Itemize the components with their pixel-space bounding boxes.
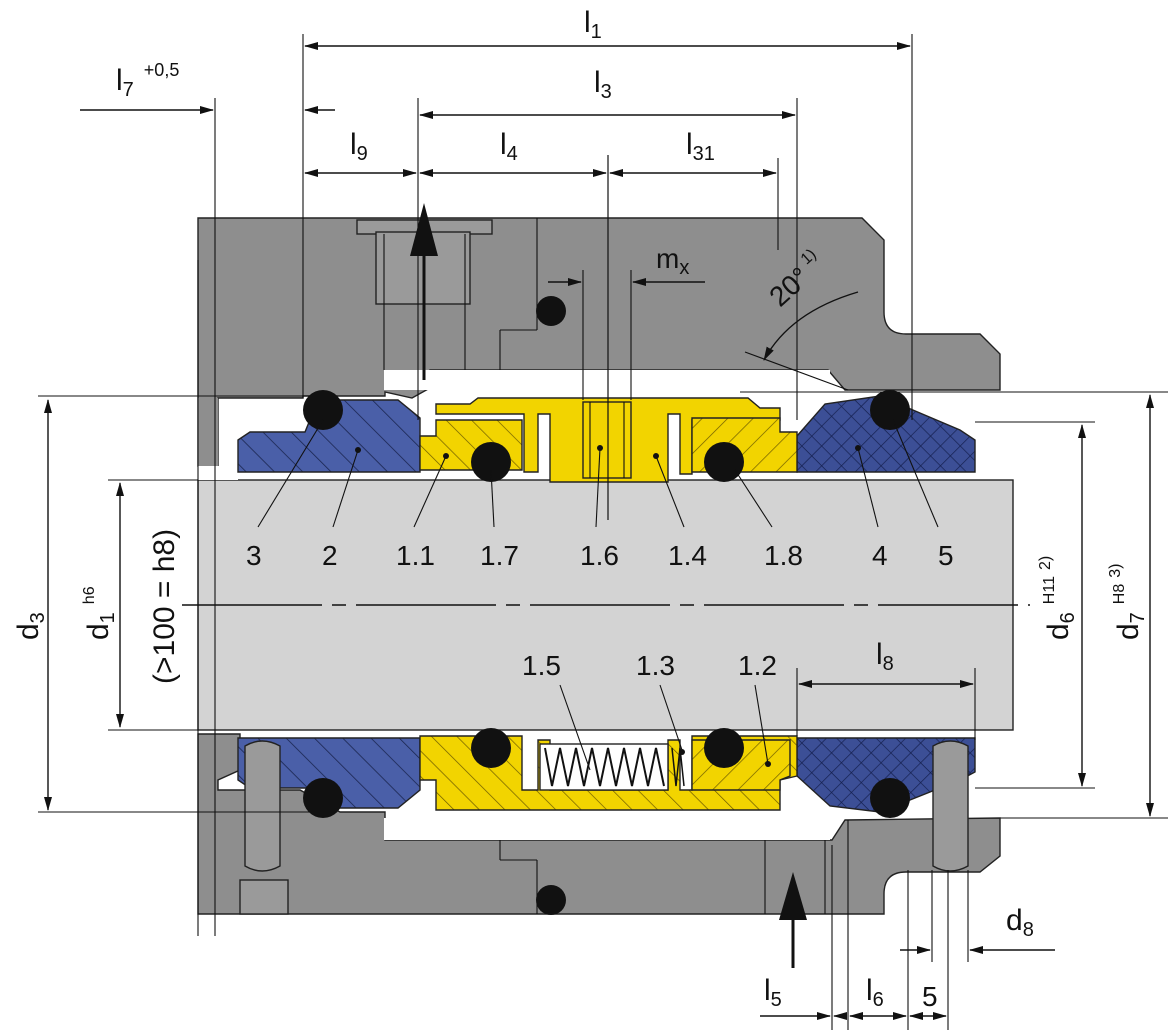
svg-text:l9: l9 (350, 128, 368, 165)
pin-left (244, 740, 281, 872)
svg-text:d3: d3 (12, 612, 49, 640)
part-1-8: 1.8 (764, 540, 803, 571)
o-ring-bottom-2 (704, 728, 744, 768)
part-1-1: 1.1 (396, 540, 435, 571)
part-1-3: 1.3 (636, 650, 675, 681)
part-2: 2 (322, 540, 338, 571)
svg-text:l5: l5 (764, 974, 782, 1011)
part-1-5: 1.5 (522, 650, 561, 681)
svg-text:mx: mx (656, 243, 689, 279)
o-ring-5 (870, 390, 910, 430)
part-5: 5 (938, 540, 954, 571)
svg-text:d1h6: d1h6 (81, 586, 119, 640)
o-ring-1-7 (471, 442, 511, 482)
part-1-4: 1.4 (668, 540, 707, 571)
label-l1: l (584, 6, 591, 39)
inlet-arrow (410, 203, 438, 256)
housing (197, 217, 1001, 915)
leader-lines (257, 419, 939, 771)
seat-2 (237, 399, 421, 473)
part-1-7: 1.7 (480, 540, 519, 571)
part-1-2: 1.2 (738, 650, 777, 681)
part-1-6: 1.6 (580, 540, 619, 571)
o-ring-housing-bottom (536, 885, 566, 915)
part-4: 4 (872, 540, 888, 571)
svg-text:l8: l8 (876, 638, 894, 675)
svg-text:d6H112): d6H112) (1037, 556, 1079, 640)
o-ring-bottom-4 (870, 778, 910, 818)
part-3: 3 (246, 540, 262, 571)
seat-4-bottom (796, 737, 976, 813)
outlet-arrow (779, 872, 807, 920)
svg-text:d8: d8 (1006, 904, 1034, 941)
svg-text:(>100 = h8): (>100 = h8) (148, 529, 181, 684)
svg-text:l1: l1 (584, 6, 602, 43)
pin-right (932, 740, 969, 872)
svg-text:l4: l4 (500, 128, 518, 165)
o-ring-housing-top (536, 296, 566, 326)
set-screw-1-6 (582, 401, 632, 479)
seat-4 (796, 395, 976, 473)
o-ring-1-8 (704, 442, 744, 482)
spring-1-5 (544, 747, 665, 787)
svg-text:d7H83): d7H83) (1107, 564, 1149, 641)
svg-text:l7+0,5: l7+0,5 (116, 60, 179, 101)
o-ring-bottom-3 (303, 778, 343, 818)
leader-dots (355, 445, 861, 767)
o-ring-bottom-1 (471, 728, 511, 768)
o-ring-3 (303, 390, 343, 430)
part-labels: 3 2 1.1 1.7 1.6 1.4 1.8 4 5 1.5 1.3 1.2 (246, 540, 954, 681)
svg-text:l31: l31 (686, 128, 715, 165)
svg-text:l3: l3 (594, 66, 612, 103)
svg-text:l6: l6 (866, 974, 884, 1011)
svg-text:5: 5 (922, 981, 938, 1012)
